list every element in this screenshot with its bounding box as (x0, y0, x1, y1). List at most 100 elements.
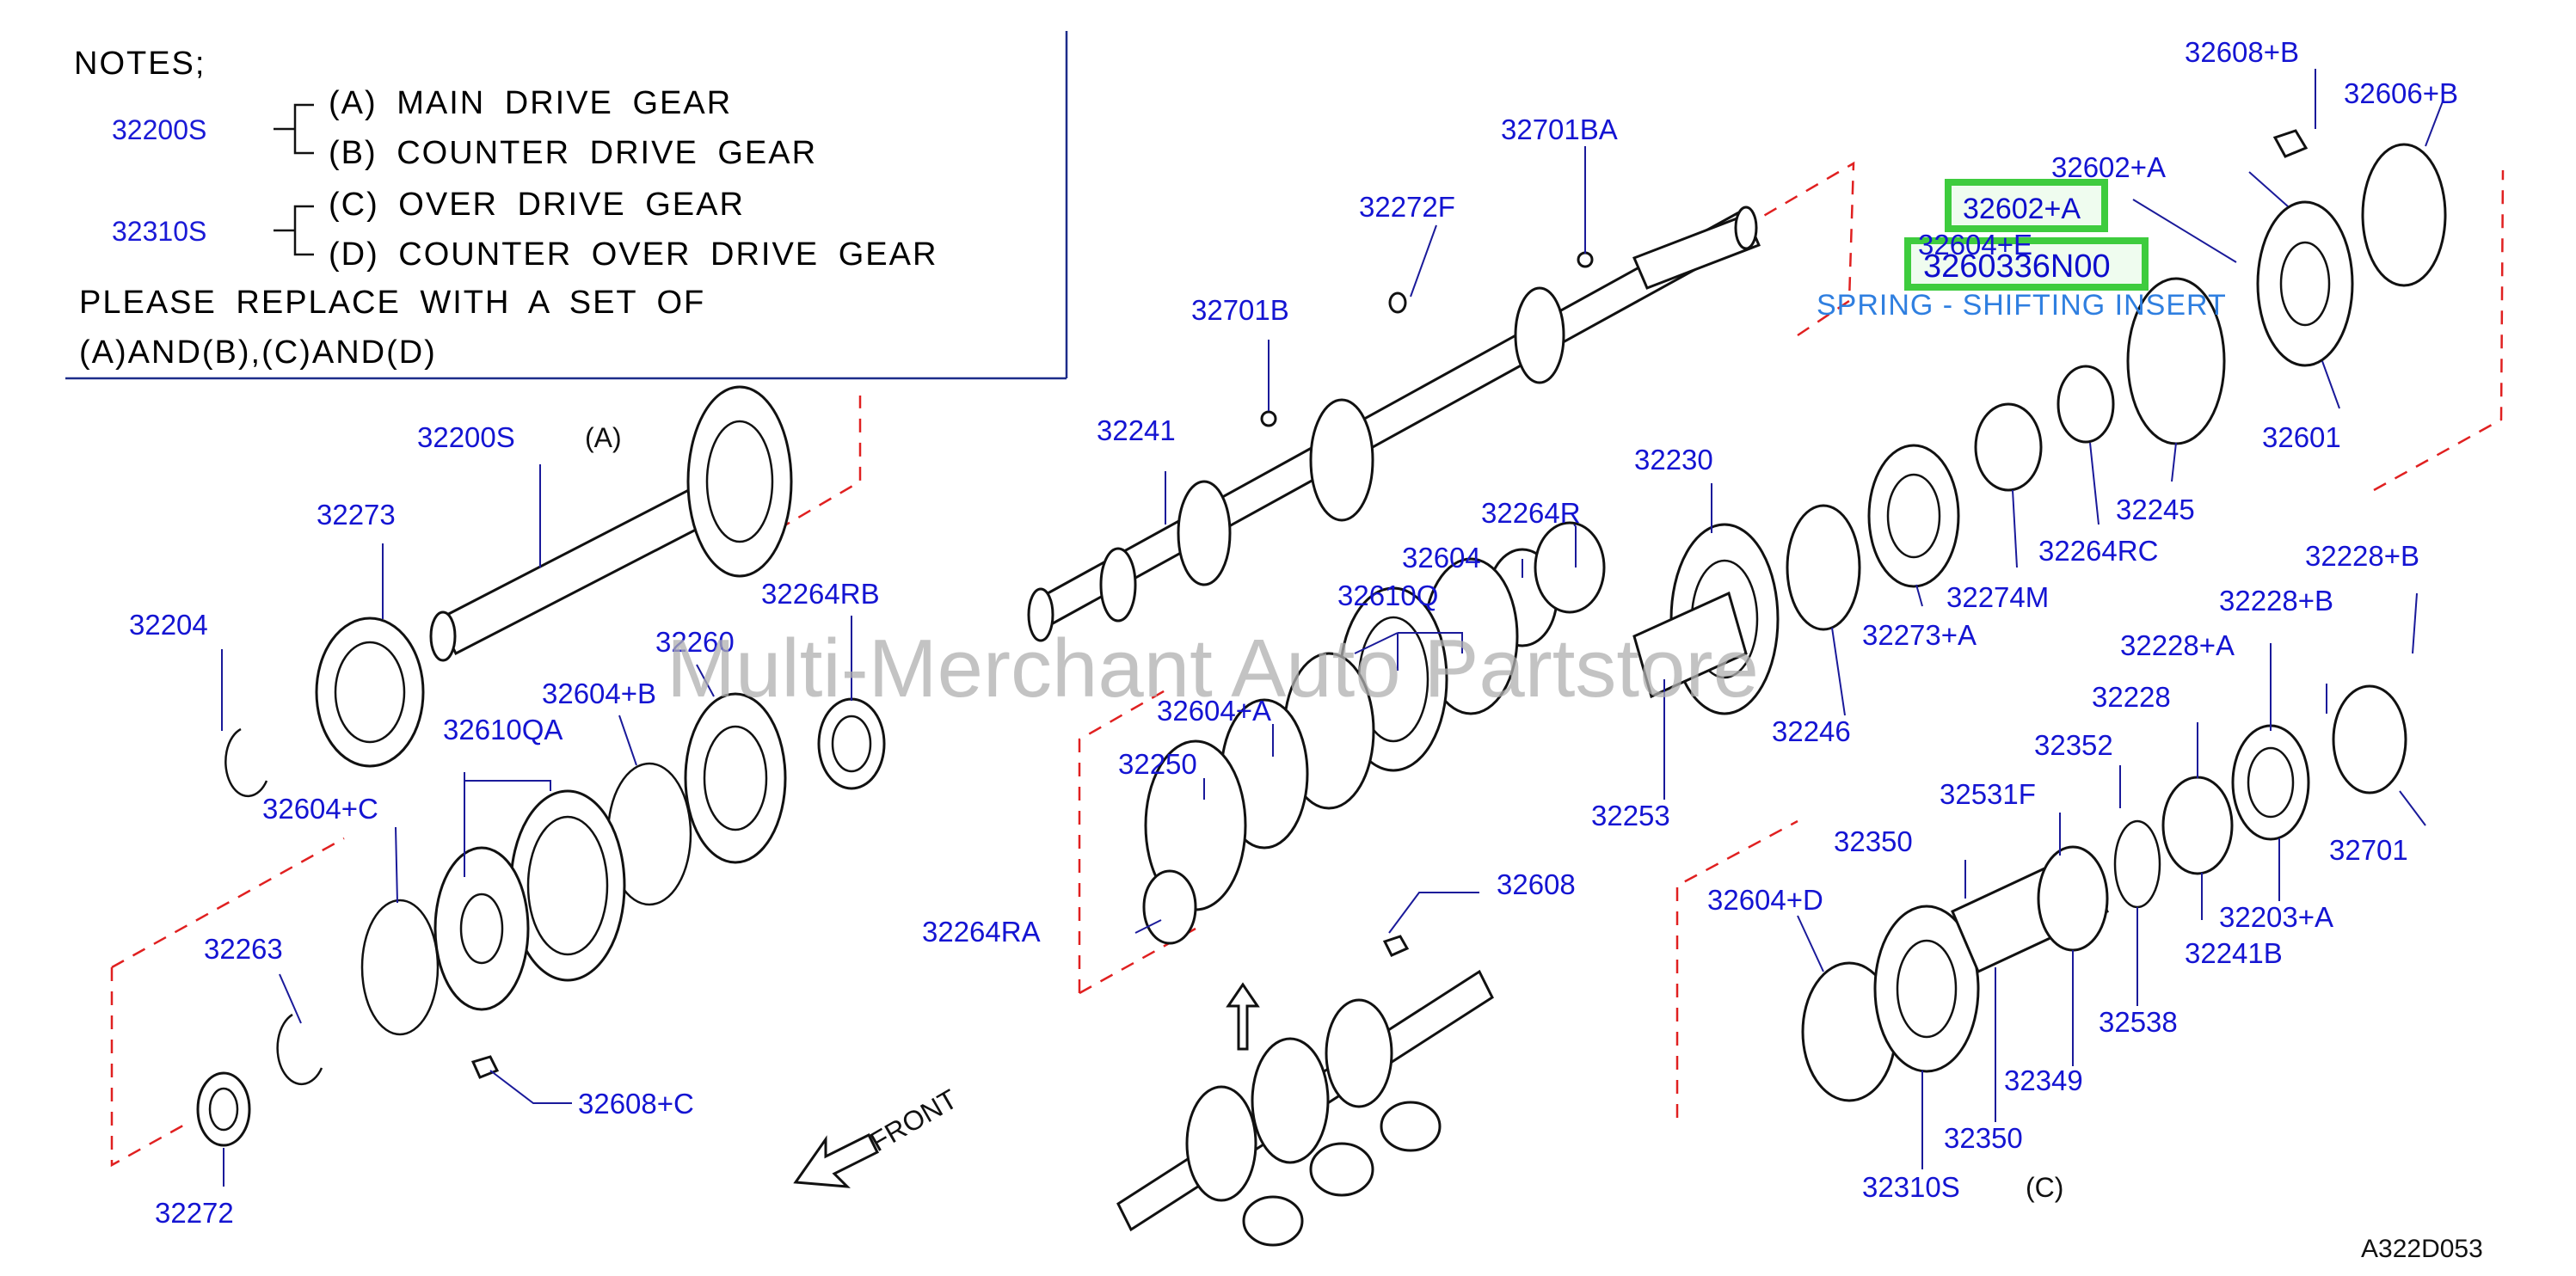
main-shaft-collar (1099, 547, 1137, 623)
main-shaft-nose (1027, 587, 1054, 642)
callout-32310S[interactable]: 32310S (1862, 1171, 1960, 1203)
synchro-ring (360, 899, 440, 1036)
callout-32245[interactable]: 32245 (2116, 494, 2195, 525)
leader (2412, 592, 2418, 654)
gear-outer (684, 692, 787, 864)
leader (2012, 489, 2018, 568)
callout-32264RC[interactable]: 32264RC (2038, 535, 2158, 567)
bushing-32274M (1974, 402, 2043, 492)
highlight-box (1945, 179, 2108, 232)
callout-32246[interactable]: 32246 (1772, 715, 1851, 747)
callout-32608[interactable]: 32608 (1497, 868, 1576, 900)
callout-32604A[interactable]: 32604+A (1157, 695, 1271, 727)
front-indicator (793, 1132, 880, 1188)
snap-ring-32263 (276, 1013, 323, 1086)
highlight-box (1904, 237, 2149, 291)
callout-32228B-lower[interactable]: 32228+B (2219, 585, 2333, 617)
gear-32310S (1873, 905, 1980, 1073)
leader (279, 973, 302, 1024)
callout-32601[interactable]: 32601 (2262, 421, 2341, 453)
callout-32350-lower[interactable]: 32350 (1944, 1122, 2023, 1154)
front-arrow-icon (793, 1132, 880, 1188)
assembled-cluster (1309, 1142, 1374, 1197)
note-instruction: (A)AND(B),(C)AND(D) (79, 334, 437, 371)
callout-32250[interactable]: 32250 (1118, 748, 1197, 780)
callout-32203A[interactable]: 32203+A (2219, 901, 2333, 933)
callout-32274M[interactable]: 32274M (1946, 581, 2049, 613)
callout-32228[interactable]: 32228 (2092, 681, 2171, 713)
callout-32531F[interactable]: 32531F (1940, 778, 2036, 810)
input-shaft-32200S (429, 385, 793, 662)
snap-ring-32204 (224, 727, 268, 798)
gear-32310S-hub (1896, 939, 1958, 1039)
pin-32272F (1388, 291, 1407, 314)
washer-32246 (1786, 504, 1861, 631)
callout-32264RA[interactable]: 32264RA (922, 916, 1041, 948)
callout-32273A[interactable]: 32273+A (1862, 619, 1977, 651)
gear-label-a: (A) (585, 422, 622, 453)
input-shaft-end (429, 610, 457, 662)
callout-highlighted-32602A[interactable]: 32602+A (1963, 193, 2081, 225)
callout-32604B[interactable]: 32604+B (542, 678, 656, 709)
callout-32200S[interactable]: 32200S (417, 421, 515, 453)
callout-32538[interactable]: 32538 (2099, 1006, 2178, 1038)
group-outline-main (756, 396, 862, 543)
callout-32350-upper[interactable]: 32350 (1834, 825, 1913, 857)
leader (2425, 101, 2444, 147)
callout-32272[interactable]: 32272 (155, 1197, 234, 1229)
input-drive-gear (686, 385, 793, 578)
callout-32604[interactable]: 32604 (1402, 542, 1481, 574)
callout-32352[interactable]: 32352 (2034, 729, 2113, 761)
ring-32352 (2161, 776, 2234, 875)
leader (395, 826, 398, 904)
leader (1410, 224, 1437, 298)
callout-32608B[interactable]: 32608+B (2185, 36, 2299, 68)
group-outline-top (1735, 161, 1855, 337)
callout-32604D[interactable]: 32604+D (1707, 884, 1823, 916)
callout-32602A[interactable]: 32602+A (2051, 151, 2166, 183)
note-item: (A) MAIN DRIVE GEAR (329, 85, 732, 121)
snap-ring (276, 1013, 323, 1086)
leader (2248, 171, 2289, 207)
leader (464, 772, 551, 877)
callout-32604E[interactable]: 32604+E (1918, 229, 2032, 261)
callout-32264RB[interactable]: 32264RB (761, 578, 880, 610)
assembled-gear (1325, 998, 1393, 1108)
leader (2089, 442, 2100, 525)
callout-32606B[interactable]: 32606+B (2344, 77, 2458, 109)
gear-hub (703, 725, 768, 831)
callout-32608C[interactable]: 32608+C (578, 1088, 694, 1120)
insert-32608C (470, 1055, 500, 1079)
callout-32228B-upper[interactable]: 32228+B (2305, 540, 2419, 572)
ball-32701BA (1577, 251, 1594, 268)
callout-32253[interactable]: 32253 (1591, 800, 1670, 831)
leader (696, 664, 715, 697)
callout-32701B[interactable]: 32701B (1191, 294, 1289, 326)
callout-32701[interactable]: 32701 (2329, 834, 2408, 866)
leader (1831, 627, 1846, 716)
needle-bearing-32264RA (1142, 869, 1197, 945)
callout-32260[interactable]: 32260 (655, 626, 735, 658)
callout-32349[interactable]: 32349 (2004, 1064, 2083, 1096)
callout-32241[interactable]: 32241 (1097, 414, 1176, 446)
callout-32228A[interactable]: 32228+A (2120, 629, 2235, 661)
callout-32701BA[interactable]: 32701BA (1501, 113, 1618, 145)
leader (2321, 360, 2340, 409)
callout-highlighted-3260336N00[interactable]: 3260336N00 (1923, 248, 2111, 285)
callout-32273[interactable]: 32273 (317, 499, 396, 531)
callout-32204[interactable]: 32204 (129, 609, 208, 641)
bearing-outer (315, 617, 425, 768)
callout-32264R[interactable]: 32264R (1481, 497, 1581, 529)
leader (1134, 919, 1162, 934)
callout-32263[interactable]: 32263 (204, 933, 283, 965)
callout-32610QA[interactable]: 32610QA (443, 714, 563, 745)
leader (1573, 524, 1577, 527)
callout-32604C[interactable]: 32604+C (262, 793, 378, 825)
callout-32272F[interactable]: 32272F (1359, 191, 1455, 223)
needle-bearing-32264RC (2056, 365, 2115, 444)
needle-bearing-32264RB (817, 697, 886, 790)
callout-32241B[interactable]: 32241B (2185, 937, 2283, 969)
callout-32230[interactable]: 32230 (1634, 444, 1713, 475)
callout-32610Q[interactable]: 32610Q (1337, 580, 1438, 611)
